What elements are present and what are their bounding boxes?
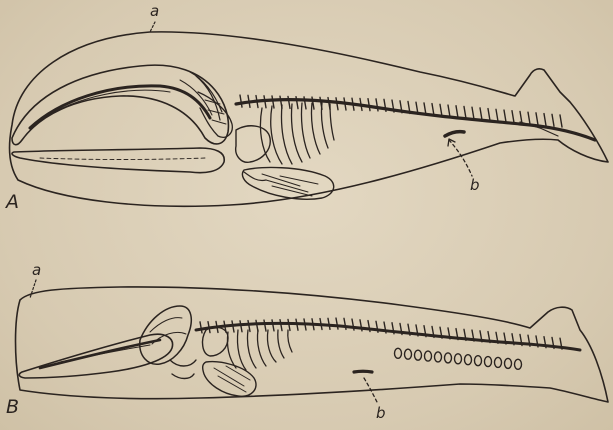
whale-b-chevron [465,355,472,365]
whale-b-chevrons [395,348,522,369]
whale-b-ribs [227,330,292,370]
whale-b-vertebra [216,321,218,332]
whale-a-vertebra [312,97,314,109]
whale-a-upper-jaw [12,65,228,145]
whale-b-chevron [405,349,412,359]
whale-a-vertebra [456,106,458,118]
whale-b [16,280,609,404]
whale-b-vertebra [304,319,306,330]
whale-a-lower-jaw [12,148,224,173]
whale-a-vertebra [256,96,258,108]
whale-b-vertebra [312,319,314,330]
whale-b-chevron [395,348,402,358]
whale-b-vertebra [240,321,242,332]
whale-a-ribs [260,103,334,164]
whale-b-vertebra [256,320,258,331]
whale-a-vertebra [472,107,474,119]
whale-a-vertebra [560,115,562,127]
whale-b-chevron [435,352,442,362]
whale-a-vertebra [488,109,490,121]
whale-b-vertebra [200,322,202,333]
whale-a-vertebra [512,111,514,123]
whale-b-vertebra [232,321,234,332]
whale-a-a-pointer [150,22,155,32]
whale-a-vertebra [240,95,242,107]
label-A: A [6,193,19,212]
whale-a-vertebra [464,106,466,118]
whale-a-vertebra [280,96,282,108]
whale-b-vertebra [264,320,266,331]
whale-a-vertebra [336,98,338,110]
whale-b-vertebra [272,320,274,331]
label-a-bottom: a [32,263,41,278]
whale-b-a-pointer [30,280,36,298]
whale-a [10,22,608,206]
whale-b-chevron [425,351,432,361]
label-a-top: a [150,4,159,19]
whale-b-vertebra [328,318,330,329]
whale-b-chevron [505,358,512,368]
whale-a-vertebra [352,98,354,110]
whale-a-vertebra [248,95,250,107]
whale-a-flipper [242,168,333,200]
whale-a-vertebra [328,98,330,110]
whale-a-vertebra [344,98,346,110]
whale-b-vertebra [336,318,338,329]
label-b-top: b [470,178,480,193]
whale-a-vertebra [320,97,322,109]
whale-b-vertebra [280,320,282,331]
whale-b-pelvic-bone [354,371,372,372]
whale-a-pelvic-bone [445,132,464,136]
whale-b-chevron [415,350,422,360]
whale-a-scapula [236,126,271,162]
whale-b-chevron [445,353,452,363]
whale-a-vertebra [504,110,506,122]
whale-a-vertebra [536,113,538,125]
whale-b-vertebra [296,319,298,330]
whale-b-vertebra [208,322,210,333]
label-B: B [6,398,19,417]
whale-b-chevron [475,356,482,366]
whale-a-vertebra [496,109,498,121]
whale-b-chevron [495,357,502,367]
whale-b-vertebra [320,319,322,330]
whale-a-vertebra [480,108,482,120]
whale-a-vertebra [360,98,362,110]
whale-a-vertebra [368,99,370,111]
whale-b-vertebra [288,319,290,330]
label-b-bottom: b [376,406,386,421]
whale-b-chevron [515,359,522,369]
whale-a-body-outline [10,32,608,206]
whale-b-chevron [455,354,462,364]
whale-a-vertebra [552,114,554,126]
whale-b-chevron [485,357,492,367]
whale-a-vertebra [528,112,530,124]
whale-b-scapula [203,327,228,356]
whale-a-vertebra [264,96,266,108]
whale-a-vertebra [544,114,546,126]
whale-b-lower-jaw [19,334,172,378]
whale-a-vertebra [376,99,378,111]
